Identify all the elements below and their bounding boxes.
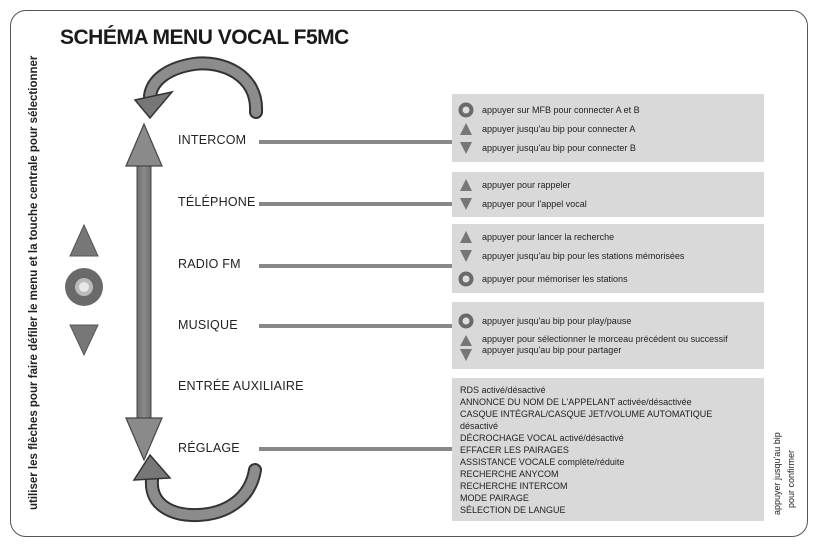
bottom-loop-arrow-icon: [132, 453, 262, 523]
menu-aux: ENTRÉE AUXILIAIRE: [178, 379, 304, 393]
down-arrow-icon: [458, 196, 474, 212]
setting-line: MODE PAIRAGE: [460, 493, 529, 503]
connector-radio: [259, 264, 452, 268]
up-arrow-icon: [458, 229, 474, 245]
up-arrow-icon: [458, 177, 474, 193]
menu-musique: MUSIQUE: [178, 318, 238, 332]
setting-line: RDS activé/désactivé: [460, 385, 546, 395]
mfb-button-icon: [458, 313, 474, 329]
setting-line: ASSISTANCE VOCALE complète/réduite: [460, 457, 625, 467]
menu-radio: RADIO FM: [178, 257, 241, 271]
radio-row-up: appuyer pour lancer la recherche: [458, 229, 614, 245]
down-arrow-icon: [69, 324, 99, 357]
setting-line: DÉCROCHAGE VOCAL activé/désactivé: [460, 433, 624, 443]
setting-line: CASQUE INTÉGRAL/CASQUE JET/VOLUME AUTOMA…: [460, 409, 713, 419]
intercom-row-up: appuyer jusqu'au bip pour connecter A: [458, 121, 635, 137]
menu-telephone: TÉLÉPHONE: [178, 195, 256, 209]
mfb-button-icon: [458, 102, 474, 118]
setting-line: ANNONCE DU NOM DE L'APPELANT activée/dés…: [460, 397, 692, 407]
panel-radio: appuyer pour lancer la recherche appuyer…: [452, 224, 764, 293]
menu-intercom: INTERCOM: [178, 133, 247, 147]
menu-reglage: RÉGLAGE: [178, 441, 240, 455]
center-button-icon: [65, 268, 103, 306]
panel-musique: appuyer jusqu'au bip pour play/pause app…: [452, 302, 764, 369]
connector-intercom: [259, 140, 452, 144]
telephone-row-down: appuyer pour l'appel vocal: [458, 196, 587, 212]
down-arrow-icon: [458, 248, 474, 264]
intercom-row-mfb: appuyer sur MFB pour connecter A et B: [458, 102, 640, 118]
diagram-frame: [10, 10, 808, 537]
musique-row-updown: appuyer pour sélectionner le morceau pré…: [458, 334, 728, 362]
vertical-double-arrow-icon: [125, 122, 163, 462]
panel-reglage: RDS activé/désactivé ANNONCE DU NOM DE L…: [452, 378, 764, 521]
setting-line: désactivé: [460, 421, 499, 431]
up-arrow-icon: [69, 223, 99, 257]
connector-musique: [259, 324, 452, 328]
setting-line: RECHERCHE INTERCOM: [460, 481, 568, 491]
connector-telephone: [259, 202, 452, 206]
panel-telephone: appuyer pour rappeler appuyer pour l'app…: [452, 172, 764, 217]
radio-row-down: appuyer jusqu'au bip pour les stations m…: [458, 248, 684, 264]
down-arrow-icon: [458, 140, 474, 156]
setting-line: EFFACER LES PAIRAGES: [460, 445, 569, 455]
up-arrow-icon: [458, 121, 474, 137]
musique-row-mfb: appuyer jusqu'au bip pour play/pause: [458, 313, 631, 329]
setting-line: RECHERCHE ANYCOM: [460, 469, 559, 479]
mfb-button-icon: [458, 271, 474, 287]
radio-row-mfb: appuyer pour mémoriser les stations: [458, 271, 628, 287]
top-loop-arrow-icon: [133, 56, 264, 120]
setting-line: SÉLECTION DE LANGUE: [460, 505, 566, 515]
up-down-arrows-icon: [458, 334, 474, 362]
panel-intercom: appuyer sur MFB pour connecter A et B ap…: [452, 94, 764, 162]
connector-reglage: [259, 447, 452, 451]
page-title: SCHÉMA MENU VOCAL F5MC: [60, 26, 349, 49]
intercom-row-down: appuyer jusqu'au bip pour connecter B: [458, 140, 636, 156]
telephone-row-up: appuyer pour rappeler: [458, 177, 571, 193]
